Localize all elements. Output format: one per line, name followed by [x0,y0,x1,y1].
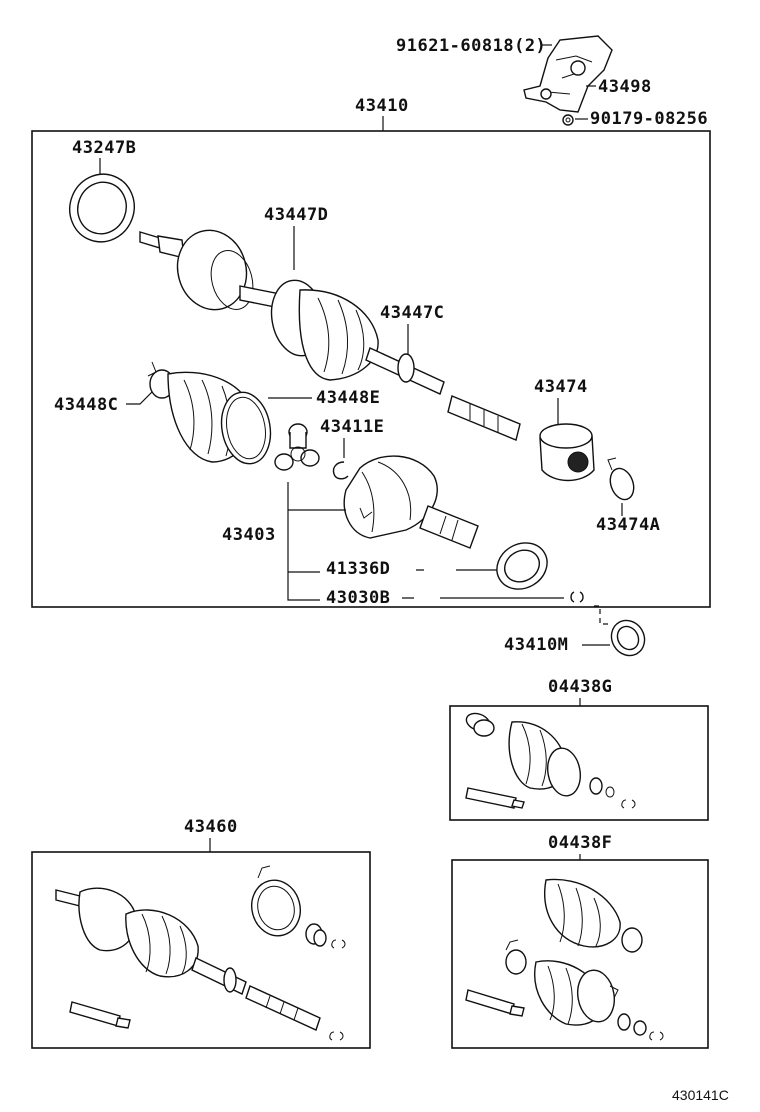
tripod-joint [274,423,320,471]
clamp-43448E [220,391,272,465]
damper-43474 [539,423,595,482]
inner-housing-43403 [343,455,479,549]
label-43448E: 43448E [316,388,380,408]
clip-43030B [570,591,584,603]
outer-cv-joint [139,229,291,311]
label-43498: 43498 [598,77,652,97]
label-43448C: 43448C [54,395,118,415]
clamp-43447C [397,353,415,383]
label-04438G: 04438G [548,677,612,697]
label-43030B: 43030B [326,588,390,608]
snap-ring-43411E [332,461,349,480]
boot-43447D [270,279,379,381]
boot-kit-04438F [465,878,664,1041]
bracket-43498 [523,35,613,113]
kit-box-04438G [449,705,709,821]
label-43410M: 43410M [504,635,568,655]
assembly-box-43460 [31,851,371,1049]
label-04438F: 04438F [548,833,612,853]
label-43474: 43474 [534,377,588,397]
label-43474A: 43474A [596,515,660,535]
label-43447C: 43447C [380,303,444,323]
reference-code: 430141C [672,1087,729,1103]
label-43403: 43403 [222,525,276,545]
label-43247B: 43247B [72,138,136,158]
drive-shaft-43460 [55,887,321,1031]
label-41336D: 41336D [326,559,390,579]
assembly-box-43410 [31,130,711,608]
label-43447D: 43447D [264,205,328,225]
boot-kit-43460 [69,865,346,1041]
ring-43247B [69,173,135,243]
boot-kit-04438G [465,712,636,809]
shaft-main [365,347,521,441]
kit-box-04438F [451,859,709,1049]
seal-43410M [610,619,646,657]
clamp-43474A [607,457,635,501]
label-90179-08256: 90179-08256 [590,109,708,129]
label-43411E: 43411E [320,417,384,437]
seal-41336D [496,542,548,590]
label-43460: 43460 [184,817,238,837]
bolt-90179 [562,114,574,126]
label-43410: 43410 [355,96,409,116]
label-91621-60818: 91621-60818(2) [396,36,546,56]
